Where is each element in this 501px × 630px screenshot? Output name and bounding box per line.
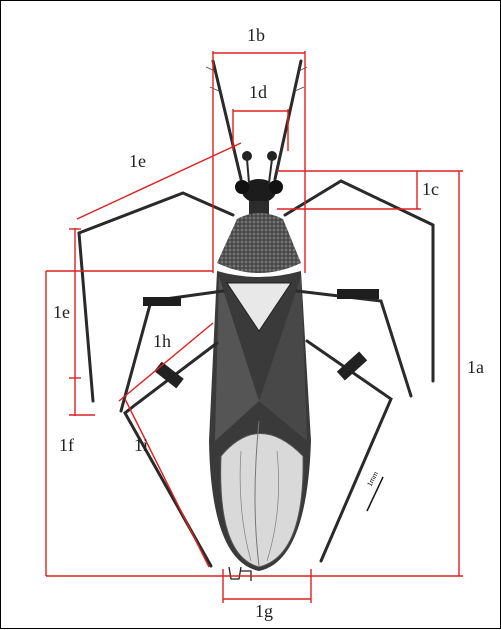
label-1a: 1a	[467, 357, 484, 377]
label-1i: 1i	[134, 435, 148, 455]
antennae	[206, 61, 307, 179]
label-1f: 1f	[59, 435, 74, 455]
pronotum	[217, 213, 301, 273]
insect-illustration	[79, 61, 433, 581]
label-1b: 1b	[247, 25, 265, 45]
scale-bar-label: 1mm	[367, 471, 381, 488]
label-1d: 1d	[249, 82, 267, 102]
scale-bar: 1mm	[367, 471, 383, 511]
label-1c: 1c	[422, 179, 439, 199]
head	[235, 151, 283, 215]
label-1g: 1g	[255, 601, 273, 621]
label-1e-top: 1e	[129, 151, 146, 171]
abdomen-tip	[229, 567, 251, 581]
label-1e-side: 1e	[53, 302, 70, 322]
label-1h: 1h	[153, 331, 171, 351]
